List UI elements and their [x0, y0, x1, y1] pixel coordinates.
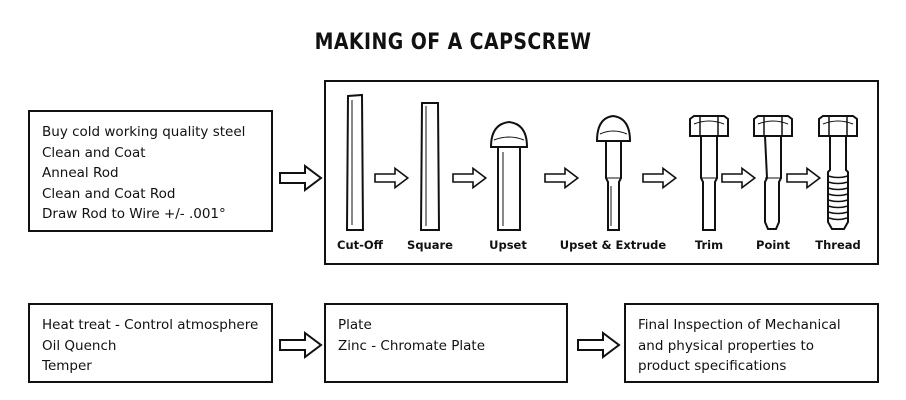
step-label-thread: Thread [815, 238, 861, 252]
heat-treat-line: Heat treat - Control atmosphere [42, 317, 259, 333]
heat-treat-line: Temper [42, 358, 92, 374]
page-title: MAKING OF A CAPSCREW [314, 30, 592, 55]
step-label-point: Point [756, 238, 790, 252]
flow-arrow-icon [786, 167, 821, 189]
flow-arrow-icon [374, 167, 409, 189]
inspection-line: product specifications [638, 358, 787, 374]
extruded-blank-icon [595, 114, 632, 231]
wire-prep-line: Clean and Coat Rod [42, 185, 176, 202]
upset-head-icon [489, 120, 529, 231]
threaded-capscrew-icon [818, 115, 858, 230]
step-label-square: Square [407, 238, 453, 252]
inspection-line: Final Inspection of Mechanical [638, 317, 841, 333]
plate-line: Zinc - Chromate Plate [338, 337, 486, 354]
wire-prep-line: Draw Rod to Wire +/- .001° [42, 206, 226, 222]
step-label-upset: Upset [489, 238, 527, 252]
inspection-line: and physical properties to [638, 337, 815, 354]
wire-prep-line: Buy cold working quality steel [42, 124, 246, 140]
flow-arrow-icon [721, 167, 756, 189]
plate-box: Plate Zinc - Chromate Plate [324, 303, 568, 383]
pointed-screw-icon [753, 115, 793, 230]
inspection-box: Final Inspection of Mechanical and physi… [624, 303, 879, 383]
step-label-trim: Trim [694, 238, 724, 252]
forming-steps-frame [324, 80, 879, 265]
plate-line: Plate [338, 317, 372, 333]
flow-arrow-icon [544, 167, 579, 189]
heat-treat-line: Oil Quench [42, 337, 117, 354]
flow-arrow-icon [279, 332, 322, 358]
flow-arrow-icon [577, 332, 620, 358]
wire-prep-box: Buy cold working quality steel Clean and… [28, 110, 273, 232]
step-label-upset-extrude: Upset & Extrude [559, 238, 667, 252]
flow-arrow-icon [642, 167, 677, 189]
wire-prep-line: Clean and Coat [42, 144, 146, 161]
flow-arrow-icon [279, 165, 322, 191]
step-label-cut-off: Cut-Off [337, 238, 383, 252]
heat-treat-box: Heat treat - Control atmosphere Oil Quen… [28, 303, 273, 383]
wire-prep-line: Anneal Rod [42, 165, 119, 181]
squared-blank-icon [419, 102, 441, 231]
cut-off-blank-icon [345, 93, 365, 231]
trimmed-hex-head-icon [689, 115, 729, 231]
flow-arrow-icon [452, 167, 487, 189]
